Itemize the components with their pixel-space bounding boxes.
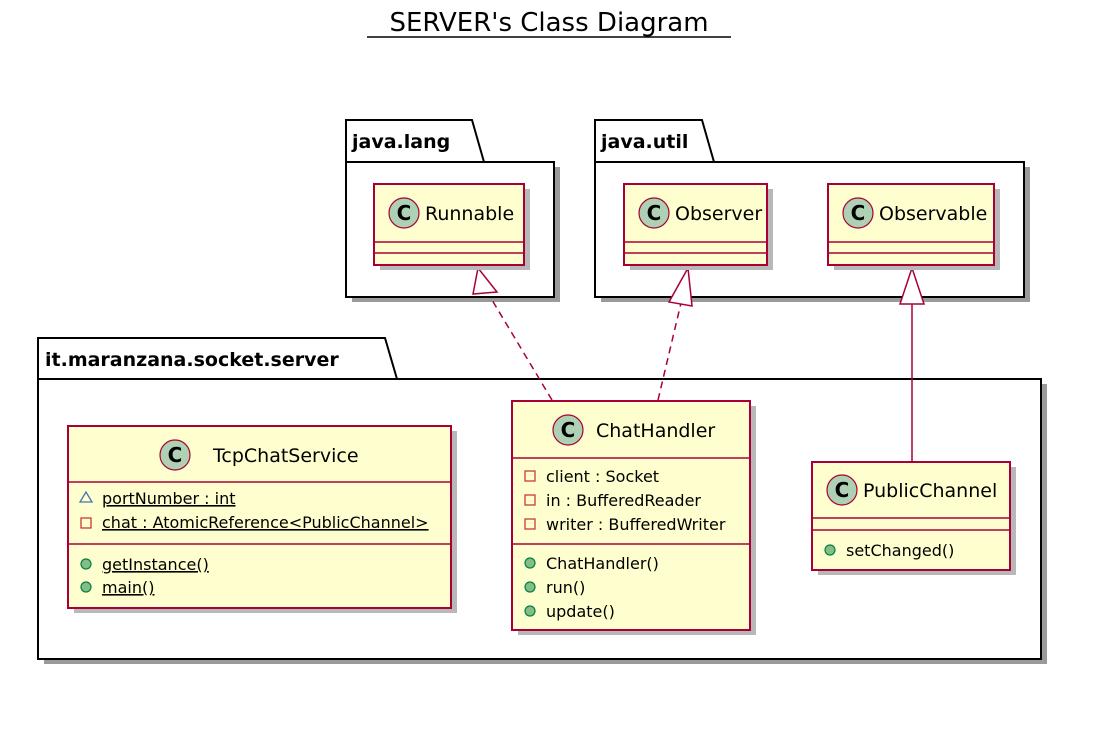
class-runnable[interactable]: C Runnable [373,183,530,270]
svg-text:C: C [835,478,850,502]
class-chat-handler[interactable]: C ChatHandler client : Socket in : Buffe… [511,400,756,635]
method-chat-handler: ChatHandler() [546,554,659,573]
class-icon [552,414,584,446]
public-visibility-icon [824,544,836,556]
method-run: run() [546,578,585,597]
svg-text:C: C [647,201,662,225]
svg-text:C: C [851,201,866,225]
class-icon [388,197,420,229]
private-visibility-icon [524,494,536,506]
public-visibility-icon [524,557,536,569]
private-visibility-icon [524,518,536,530]
method-main: main() [102,578,154,597]
generalization-arrowhead-observable [898,265,926,305]
class-icon [842,197,874,229]
class-icon [638,197,670,229]
method-set-changed: setChanged() [846,541,954,560]
public-visibility-icon [524,581,536,593]
field-chat: chat : AtomicReference<PublicChannel> [102,513,429,532]
class-observer[interactable]: C Observer [623,183,773,270]
class-observer-name: Observer [675,203,762,225]
public-visibility-icon [80,581,92,593]
class-icon [159,439,191,471]
class-runnable-name: Runnable [425,203,514,225]
method-get-instance: getInstance() [102,555,209,574]
field-client: client : Socket [546,467,659,486]
svg-text:C: C [168,443,183,467]
realization-arrowhead-runnable [472,266,499,295]
class-tcp-chat-service[interactable]: C TcpChatService portNumber : int chat :… [67,425,457,613]
method-update: update() [546,602,615,621]
class-tcp-chat-service-name: TcpChatService [212,445,359,467]
realization-chathandler-observer [657,302,682,401]
realization-arrowhead-observer [667,265,693,307]
realization-chathandler-runnable [491,299,553,401]
class-chat-handler-name: ChatHandler [596,420,715,442]
field-writer: writer : BufferedWriter [546,515,726,534]
package-server-name: it.maranzana.socket.server [45,349,339,371]
class-observable[interactable]: C Observable [827,183,1000,270]
package-visibility-icon [78,490,94,503]
public-visibility-icon [524,605,536,617]
class-observable-name: Observable [879,203,987,225]
public-visibility-icon [80,558,92,570]
private-visibility-icon [80,517,92,529]
relations [472,265,926,461]
class-icon [826,474,858,506]
class-public-channel[interactable]: C PublicChannel setChanged() [811,461,1016,575]
field-in: in : BufferedReader [546,491,701,510]
svg-text:C: C [397,201,412,225]
svg-text:C: C [561,418,576,442]
class-public-channel-name: PublicChannel [863,480,997,502]
private-visibility-icon [524,470,536,482]
package-java-lang-name: java.lang [351,131,450,153]
field-port-number: portNumber : int [102,489,236,508]
package-java-util-name: java.util [600,131,688,153]
diagram-title: SERVER's Class Diagram [389,8,708,38]
